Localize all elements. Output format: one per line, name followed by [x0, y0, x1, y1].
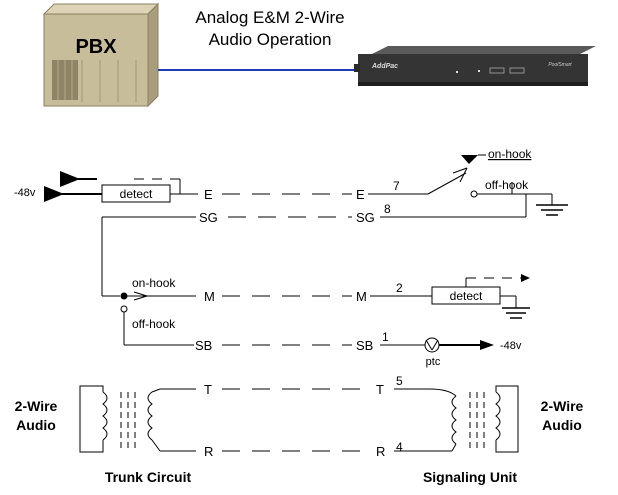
right-detect-label: detect — [450, 289, 483, 303]
right-audio-label-2: Audio — [542, 417, 582, 433]
gateway-port-icon — [456, 67, 525, 74]
left-transformer-icon — [79, 385, 161, 453]
left-lead-M: M — [204, 289, 215, 304]
right-dashed-arrow — [521, 274, 530, 282]
right-pin-E: 7 — [393, 179, 400, 193]
trunk-circuit-caption: Trunk Circuit — [105, 469, 192, 485]
signaling-unit-caption: Signaling Unit — [423, 469, 517, 485]
right-lead-M: M — [356, 289, 367, 304]
left-audio-label-1: 2-Wire — [15, 398, 58, 414]
right-lead-SG: SG — [356, 210, 375, 225]
right-on-hook-label: on-hook — [488, 147, 532, 161]
right-pin-SG: 8 — [384, 202, 391, 216]
lead-dashes — [222, 193, 360, 452]
right-audio-label-1: 2-Wire — [541, 398, 584, 414]
pbx-label: PBX — [75, 36, 117, 58]
pbx-icon: PBX — [42, 2, 160, 108]
right-lead-T: T — [376, 382, 384, 397]
right-pin-T: 5 — [396, 374, 403, 388]
left-lead-E: E — [204, 187, 213, 202]
left-lead-R: R — [204, 444, 213, 459]
left-on-hook-label: on-hook — [132, 276, 176, 290]
right-on-hook-marker — [461, 155, 478, 164]
left-off-hook-label: off-hook — [132, 317, 176, 331]
gateway-brand: AddPac — [371, 63, 398, 70]
title-line-2: Audio Operation — [208, 30, 332, 49]
gateway-device-icon: AddPac PoolSmart — [354, 46, 596, 86]
right-pin-M: 2 — [396, 281, 403, 295]
right-transformer-icon — [429, 385, 519, 453]
ptc-thermistor-icon — [424, 337, 440, 353]
left-detect-label: detect — [120, 187, 153, 201]
left-lead-SG: SG — [199, 210, 218, 225]
right-off-contact — [470, 190, 478, 198]
left-lead-SB: SB — [195, 338, 212, 353]
gateway-model-brand: PoolSmart — [548, 62, 572, 68]
left-off-contact — [120, 305, 128, 313]
left-voltage-label: -48v — [14, 187, 36, 199]
right-pin-R: 4 — [396, 440, 403, 454]
right-pin-SB: 1 — [382, 330, 389, 344]
title-line-1: Analog E&M 2-Wire — [195, 8, 345, 27]
right-voltage-label: -48v — [500, 340, 522, 352]
right-off-hook-label: off-hook — [485, 178, 529, 192]
right-lead-E: E — [356, 187, 365, 202]
right-voltage-arrow — [480, 340, 494, 350]
diagram-title: Analog E&M 2-Wire Audio Operation — [150, 7, 390, 51]
right-lead-SB: SB — [356, 338, 373, 353]
ptc-label: ptc — [426, 356, 441, 368]
right-lead-R: R — [376, 444, 385, 459]
left-audio-label-2: Audio — [16, 417, 56, 433]
left-lead-T: T — [204, 382, 212, 397]
